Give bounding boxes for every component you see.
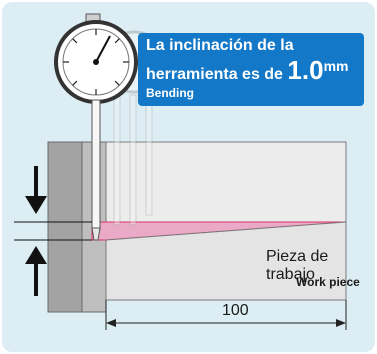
dial-needle [95, 35, 111, 63]
callout-value: 1.0 [287, 55, 324, 85]
workpiece-label-en: Work piece [296, 275, 360, 289]
callout-box: La inclinación de la herramienta es de 1… [138, 33, 364, 106]
upper-plate [105, 141, 347, 223]
workpiece-label-es: Pieza de trabajo [266, 248, 329, 283]
dial-indicator [54, 13, 138, 241]
callout-unit: mm [323, 58, 349, 74]
dial-tip [91, 227, 101, 241]
dial-stem [91, 99, 101, 231]
callout-text-es-2: herramienta es de [146, 66, 283, 83]
callout-text-en: Bending [146, 86, 194, 100]
deflection-arrows [14, 166, 92, 296]
callout-text-es: La inclinación de la [146, 37, 294, 54]
dimension-line [105, 300, 347, 330]
dial-ticks [63, 29, 129, 95]
dimension-value: 100 [222, 302, 249, 319]
